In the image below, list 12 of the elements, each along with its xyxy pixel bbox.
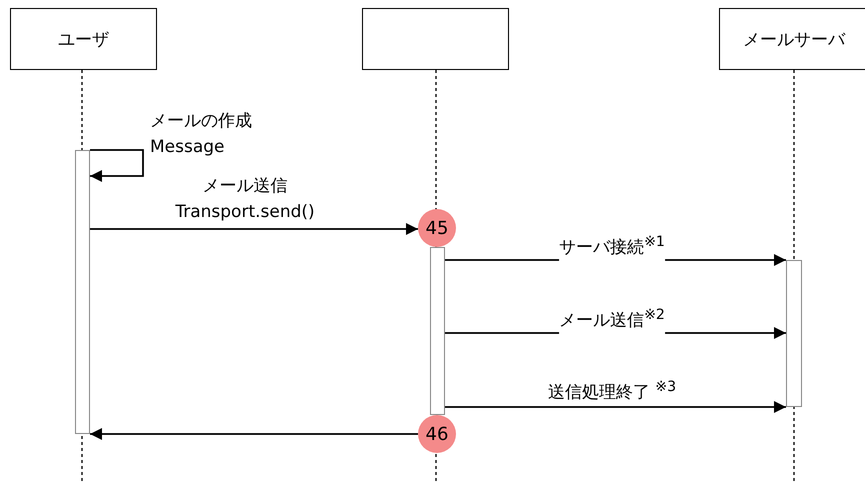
- activation-bar: [75, 150, 90, 434]
- callout-number: 46: [418, 415, 456, 453]
- activation-bar: [786, 260, 802, 407]
- arrow: [445, 401, 786, 413]
- arrow: [90, 428, 418, 440]
- callout-number: 45: [418, 209, 456, 247]
- arrow: [90, 223, 418, 235]
- arrow: [90, 149, 144, 182]
- lifeline-head-box: メールサーバ: [719, 8, 865, 70]
- lifeline-head-box: ユーザ: [10, 8, 157, 70]
- lifeline-head-box: [362, 8, 509, 70]
- activation-bar: [430, 247, 445, 415]
